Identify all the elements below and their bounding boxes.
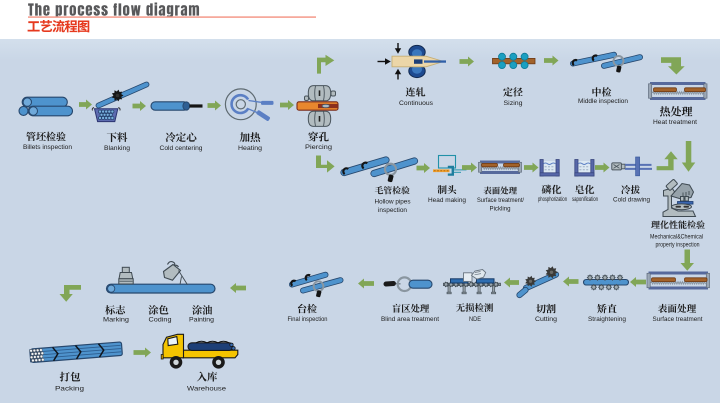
svg-text:Middle inspection: Middle inspection	[578, 98, 628, 105]
svg-text:inspection: inspection	[378, 207, 407, 214]
svg-text:Mechanical&Chemical: Mechanical&Chemical	[650, 233, 703, 240]
svg-text:Cutting: Cutting	[535, 316, 557, 323]
svg-text:phosphorization: phosphorization	[538, 196, 567, 203]
svg-text:Surface treatment/: Surface treatment/	[477, 197, 524, 204]
svg-text:Sizing: Sizing	[504, 100, 523, 107]
svg-text:Final inspection: Final inspection	[288, 316, 328, 323]
svg-text:Head making: Head making	[428, 197, 466, 204]
svg-text:Continuous: Continuous	[399, 100, 434, 107]
svg-text:NDE: NDE	[469, 316, 481, 323]
svg-text:Packing: Packing	[55, 386, 84, 393]
svg-text:Heat treatment: Heat treatment	[653, 119, 697, 126]
svg-text:Warehouse: Warehouse	[187, 386, 226, 393]
svg-text:Blind area treatment: Blind area treatment	[381, 316, 439, 323]
svg-text:Cold centering: Cold centering	[160, 145, 203, 152]
svg-text:Piercing: Piercing	[305, 144, 332, 151]
svg-text:Pickling: Pickling	[490, 205, 511, 212]
svg-text:Straightening: Straightening	[588, 316, 626, 323]
svg-text:Painting: Painting	[189, 316, 214, 323]
svg-text:Hollow pipes: Hollow pipes	[375, 199, 412, 206]
svg-text:Marking: Marking	[103, 316, 129, 323]
svg-text:property inspection: property inspection	[656, 241, 700, 248]
svg-text:Coding: Coding	[149, 316, 172, 323]
svg-text:Billets inspection: Billets inspection	[23, 144, 72, 151]
svg-text:saponification: saponification	[572, 196, 598, 203]
svg-text:Blanking: Blanking	[104, 145, 130, 152]
svg-text:Heating: Heating	[238, 145, 262, 152]
svg-text:Surface treatment: Surface treatment	[653, 316, 703, 323]
svg-text:Cold drawing: Cold drawing	[613, 197, 650, 204]
